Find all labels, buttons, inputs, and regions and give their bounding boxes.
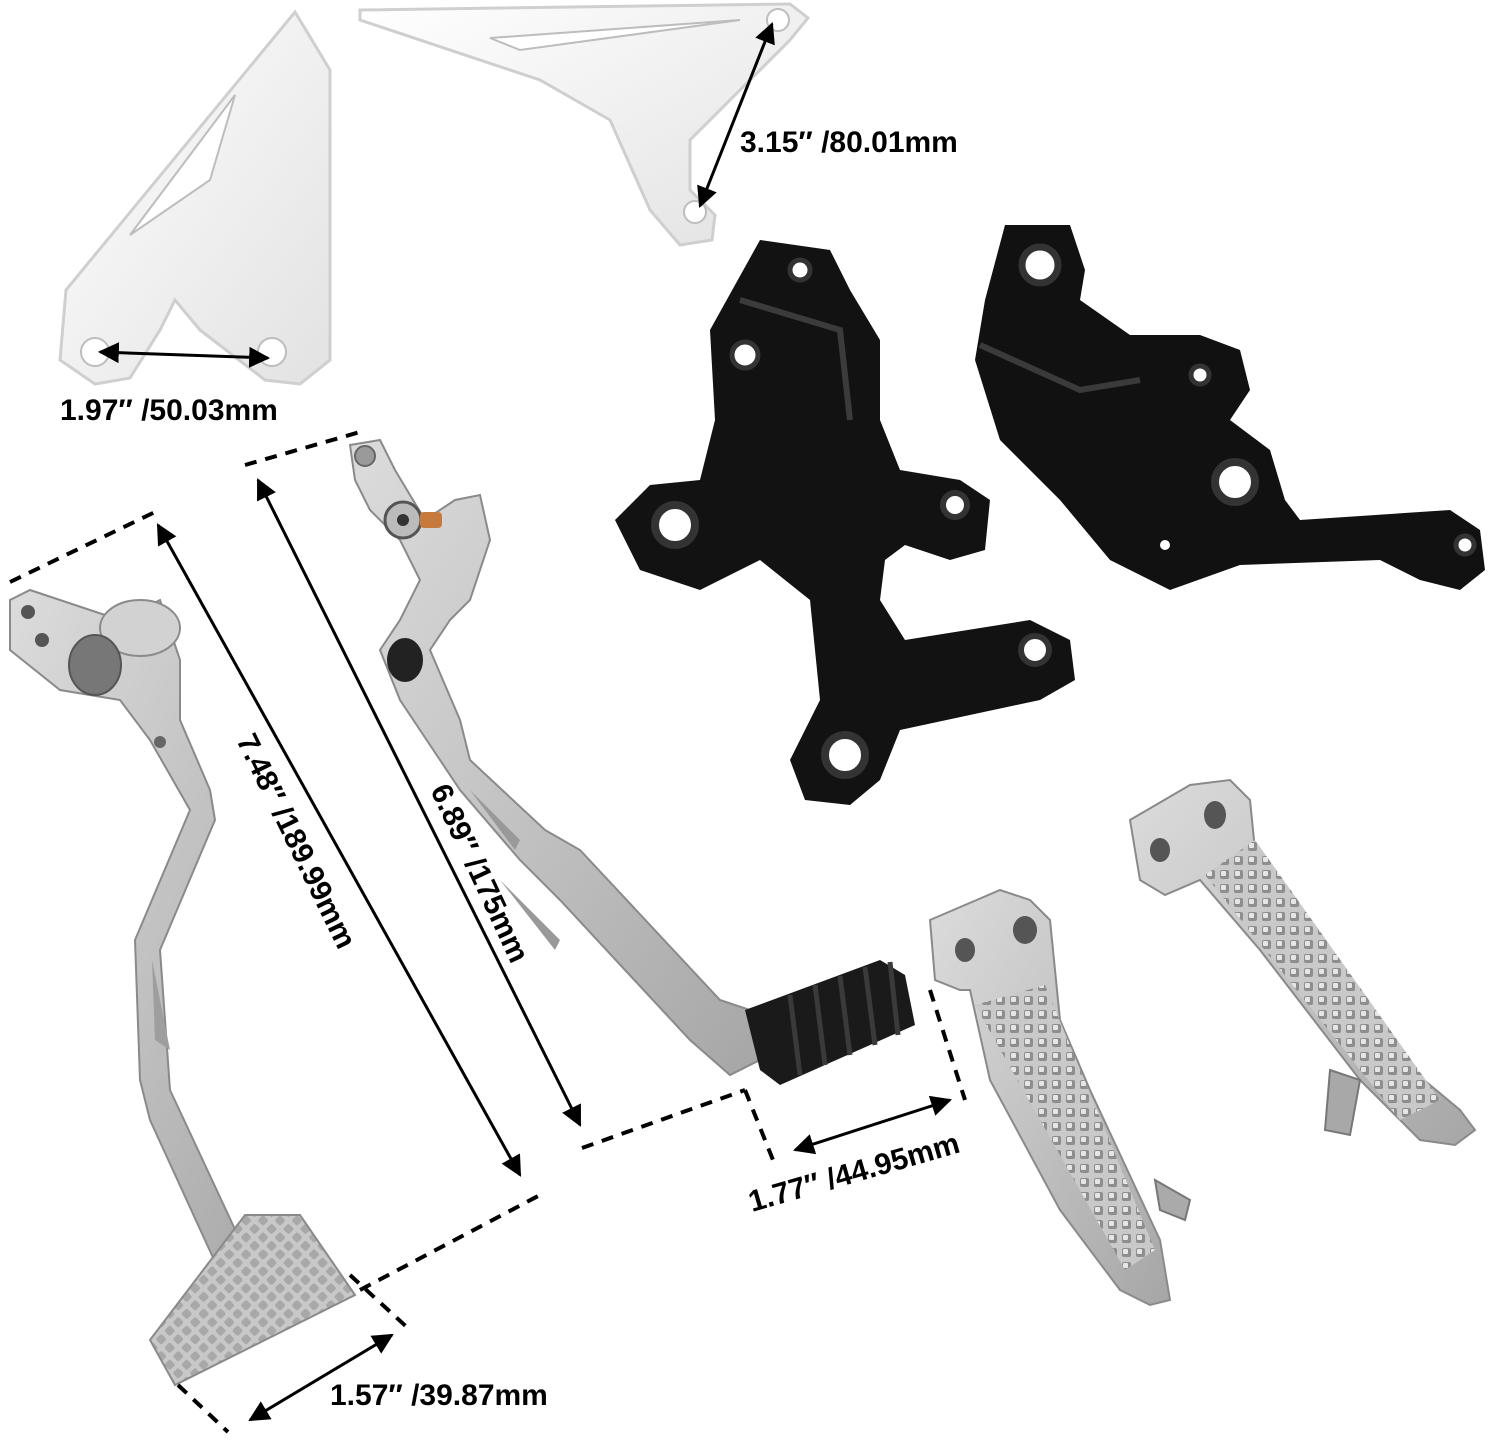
dim-label-peg-length: 1.77″ /44.95mm — [745, 1127, 964, 1219]
mount-hole — [787, 257, 813, 283]
pivot-bore — [68, 634, 122, 696]
mount-hole — [1188, 363, 1212, 387]
mount-hole — [1018, 633, 1052, 667]
mount-hole — [1018, 243, 1062, 287]
mount-hole — [651, 501, 699, 549]
brake-pedal-lever — [9, 588, 357, 1387]
heel-guard-left — [58, 9, 332, 386]
rubber-shift-peg — [745, 960, 915, 1085]
dim-arrow-hole-diagonal — [697, 22, 775, 208]
rearset-bracket-left — [615, 240, 1075, 805]
dim-label-hole-spacing: 1.97″ /50.03mm — [60, 394, 278, 427]
mount-hole — [940, 490, 970, 520]
pivot-bore — [387, 638, 423, 682]
foot-peg-left — [928, 888, 1192, 1307]
mount-hole — [1160, 540, 1170, 550]
mount-hole — [257, 337, 287, 367]
mount-hole — [1211, 458, 1259, 506]
dim-label-pad-width: 1.57″ /39.87mm — [330, 1379, 548, 1412]
dim-arrow-hole-spacing — [97, 342, 271, 368]
dim-arrow-peg-length — [793, 1095, 952, 1155]
dim-label-brake-length: 7.48″ /189.99mm — [230, 729, 362, 954]
dim-arrow-pad-width — [248, 1333, 394, 1422]
heel-guard-right — [358, 2, 811, 247]
extension-lines — [9, 430, 967, 1434]
dim-arrow-shift-length — [256, 478, 582, 1127]
dim-label-hole-diagonal: 3.15″ /80.01mm — [740, 126, 958, 159]
mount-hole — [683, 200, 707, 224]
mount-hole — [729, 339, 761, 371]
foot-peg-right — [1128, 778, 1477, 1147]
rearset-bracket-right — [975, 225, 1485, 590]
mount-hole — [821, 731, 869, 779]
dimension-lines — [97, 22, 952, 1422]
mount-hole — [1453, 533, 1477, 557]
